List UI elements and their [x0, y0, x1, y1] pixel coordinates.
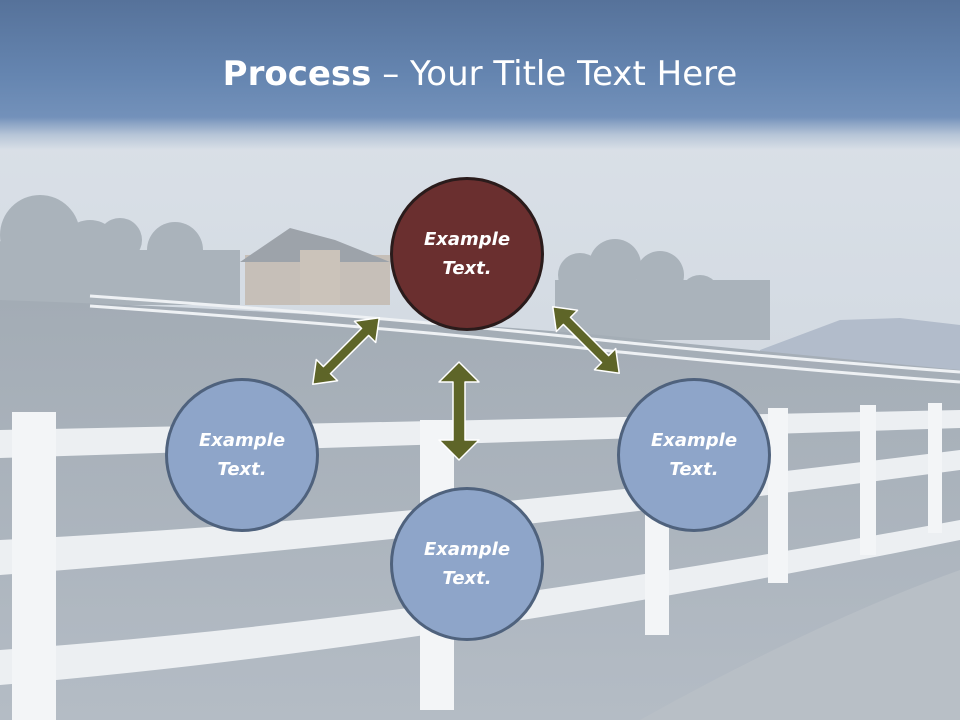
arrow-center-right — [552, 306, 620, 374]
slide-title[interactable]: Process – Your Title Text Here — [0, 52, 960, 96]
process-node-bottom[interactable]: Example Text. — [390, 487, 544, 641]
process-node-right[interactable]: Example Text. — [617, 378, 771, 532]
process-node-center-text: Example Text. — [423, 229, 511, 279]
process-node-center[interactable]: Example Text. — [390, 177, 544, 331]
process-node-right-text: Example Text. — [650, 430, 738, 480]
arrow-center-left — [312, 317, 380, 385]
title-bold: Process — [222, 54, 372, 94]
process-node-bottom-text: Example Text. — [423, 539, 511, 589]
title-dash: – — [371, 54, 411, 94]
title-band — [0, 0, 960, 150]
house-illustration — [240, 228, 390, 305]
arrow-center-bottom — [438, 361, 480, 461]
process-node-left-text: Example Text. — [198, 430, 286, 480]
process-node-left[interactable]: Example Text. — [165, 378, 319, 532]
title-rest: Your Title Text Here — [410, 54, 738, 94]
